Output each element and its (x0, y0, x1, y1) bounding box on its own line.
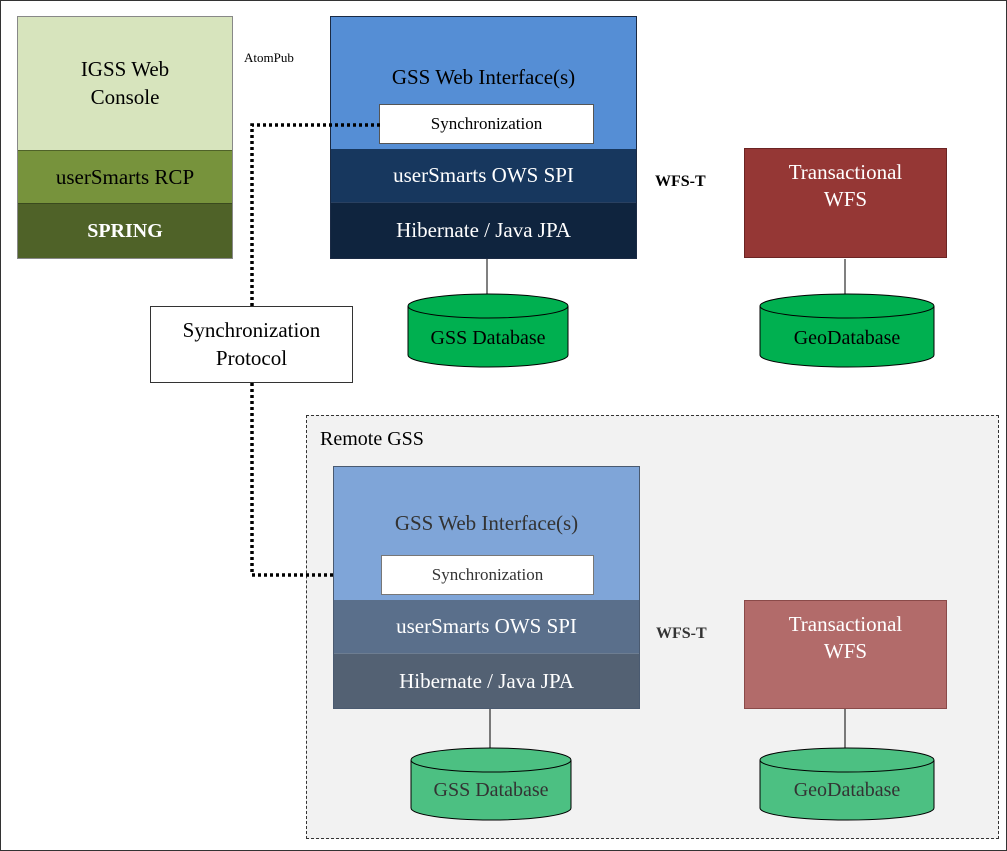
atompub-label: AtomPub (244, 50, 294, 65)
synchronization-box: Synchronization (379, 104, 594, 144)
remote-gss-database-cylinder (410, 747, 572, 821)
gss-database-cylinder (407, 293, 569, 368)
remote-gss-database-label: GSS Database (433, 778, 549, 801)
synchronization-protocol-box: Synchronization Protocol (150, 306, 353, 383)
geodatabase-cylinder (759, 293, 935, 368)
wfs-t-label: WFS-T (655, 173, 706, 190)
remote-hibernate-layer: Hibernate / Java JPA (334, 653, 639, 708)
remote-gss-web-interface: GSS Web Interface(s) Synchronization use… (333, 466, 640, 709)
console-spring-layer: SPRING (18, 203, 232, 258)
transactional-wfs: Transactional WFS (744, 148, 947, 258)
console-rcp-layer: userSmarts RCP (18, 150, 232, 203)
remote-gss-label: Remote GSS (320, 428, 424, 450)
sync-path-top (250, 123, 380, 306)
remote-wfs-t-label: WFS-T (656, 625, 707, 642)
synchronization-protocol-label: Synchronization Protocol (182, 318, 321, 370)
remote-transactional-wfs: Transactional WFS (744, 600, 947, 709)
geodatabase-label: GeoDatabase (793, 326, 901, 349)
remote-synchronization-box: Synchronization (381, 555, 594, 595)
igss-web-console: IGSS Web Console userSmarts RCP SPRING (17, 16, 233, 259)
gss-database-label: GSS Database (430, 326, 546, 349)
remote-geodatabase-cylinder (759, 747, 935, 821)
ows-spi-layer: userSmarts OWS SPI (331, 149, 636, 202)
console-title: IGSS Web Console (18, 17, 232, 150)
remote-ows-spi-layer: userSmarts OWS SPI (334, 600, 639, 653)
remote-geodatabase-label: GeoDatabase (793, 778, 901, 801)
hibernate-layer: Hibernate / Java JPA (331, 202, 636, 258)
gss-web-interface: GSS Web Interface(s) Synchronization use… (330, 16, 637, 259)
